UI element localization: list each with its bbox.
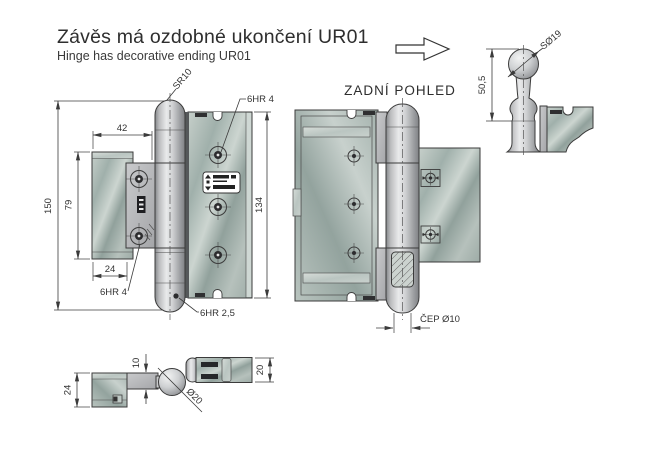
dim-150-label: 150 [43,198,54,214]
orientation-sticker [202,171,241,194]
edge-mark-bottom [195,293,205,297]
dim-top-width: 42 [92,123,153,160]
hex-socket-top-label: 6HR 4 [247,94,274,105]
top-leaf-strip [126,372,159,390]
dim-24-bottom-label: 24 [63,385,74,396]
arrow-down-icon [205,186,211,191]
direction-right-arrow-icon [395,37,451,61]
mount-notch-bottom [212,289,223,298]
label-hex-pin: 6HR 2,5 [178,297,235,319]
screw-hole [205,194,231,220]
knuckle-strip-bottom [375,247,388,301]
dim-10-label: 10 [131,358,142,369]
hex-socket-pin-label: 6HR 2,5 [200,308,235,319]
front-view: 150 79 42 [43,67,274,320]
screw-hole [344,146,364,166]
hex-pin-hole [173,293,179,299]
dim-plate-depth: 24 [63,372,90,408]
dim-inner-height: 79 [64,151,90,260]
label-hex-top: 6HR 4 [220,94,274,153]
dim-134-label: 134 [254,197,265,213]
hinge-barrel [154,93,186,320]
dim-50-5-label: 50,5 [477,76,488,95]
dim-24-label: 24 [105,264,116,275]
rear-view-title: ZADNÍ POHLED [344,83,456,98]
mount-notch-top [212,112,223,121]
dim-20-label: 20 [255,365,266,376]
side-tab [292,188,302,217]
dim-42-label: 42 [117,123,128,134]
dim-79-label: 79 [64,200,75,211]
rear-right-plate [418,147,481,263]
top-left-plate [91,372,128,408]
front-leaf-plate [125,162,157,249]
pin-diameter-label: ČEP Ø10 [420,314,460,325]
dim-leaf-offset: 10 [131,354,149,404]
front-right-plate [187,111,253,299]
dim-bottom-width: 24 [92,262,128,281]
top-view: 24 10 Ø20 [63,354,274,413]
rear-left-plate [292,109,379,302]
detail-bracket [539,105,594,153]
screw-hole [344,194,364,214]
hex-socket-bottom-label: 6HR 4 [100,287,127,298]
dim-pin: ČEP Ø10 [376,313,460,333]
screw-hole [126,166,152,192]
arrow-up-icon [205,174,211,179]
screw-hole [126,223,152,249]
leaf-edge-shadow [184,112,189,298]
dim-total-height: 150 [43,100,168,311]
screw-hole [205,242,231,268]
page-title: Závěs má ozdobné ukončení UR01 [57,26,369,48]
knuckle-strip-top [375,111,388,164]
top-right-assembly [185,357,253,383]
dim-leaf-height: 134 [254,111,271,299]
label-hex-bottom: 6HR 4 [100,243,141,298]
adjust-hole [420,169,441,187]
adjust-hole [420,225,441,244]
mount-notch-bottom [346,292,357,301]
screw-hole [205,142,231,168]
brand-logo [137,196,146,213]
dim-detail-height: 50,5 [477,48,519,122]
dim-barrel-width: 20 [255,357,274,383]
edge-mark-top [195,113,207,117]
rear-barrel [385,98,420,320]
page-subtitle: Hinge has decorative ending UR01 [57,49,251,63]
screw-hole [344,243,364,263]
detail-view: 50,5 SØ19 [477,28,594,155]
mount-notch-top [346,110,357,119]
rear-view: ZADNÍ POHLED [292,83,481,333]
